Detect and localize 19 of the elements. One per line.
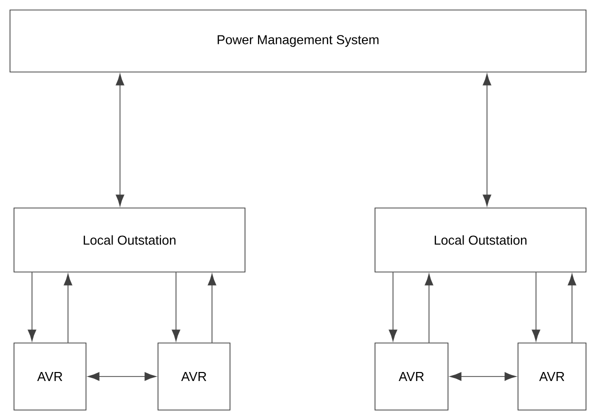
arrow bbox=[568, 274, 576, 343]
arrow bbox=[88, 372, 156, 381]
avr-box: AVR bbox=[14, 342, 86, 410]
outstation-box: Local Outstation bbox=[374, 208, 586, 272]
arrow bbox=[116, 74, 124, 206]
arrow bbox=[482, 74, 492, 206]
arrow bbox=[424, 274, 434, 343]
arrow bbox=[28, 272, 36, 342]
avr-box: AVR bbox=[518, 342, 586, 410]
arrow bbox=[208, 274, 216, 343]
system-box: Power Management System bbox=[10, 10, 586, 72]
avr-box: AVR bbox=[374, 342, 448, 410]
arrow bbox=[388, 272, 398, 342]
avr-box: AVR bbox=[158, 342, 230, 410]
arrow bbox=[532, 272, 540, 342]
arrow bbox=[450, 372, 516, 381]
outstation-box: Local Outstation bbox=[14, 208, 246, 272]
arrow bbox=[172, 272, 180, 342]
arrow bbox=[64, 274, 72, 343]
